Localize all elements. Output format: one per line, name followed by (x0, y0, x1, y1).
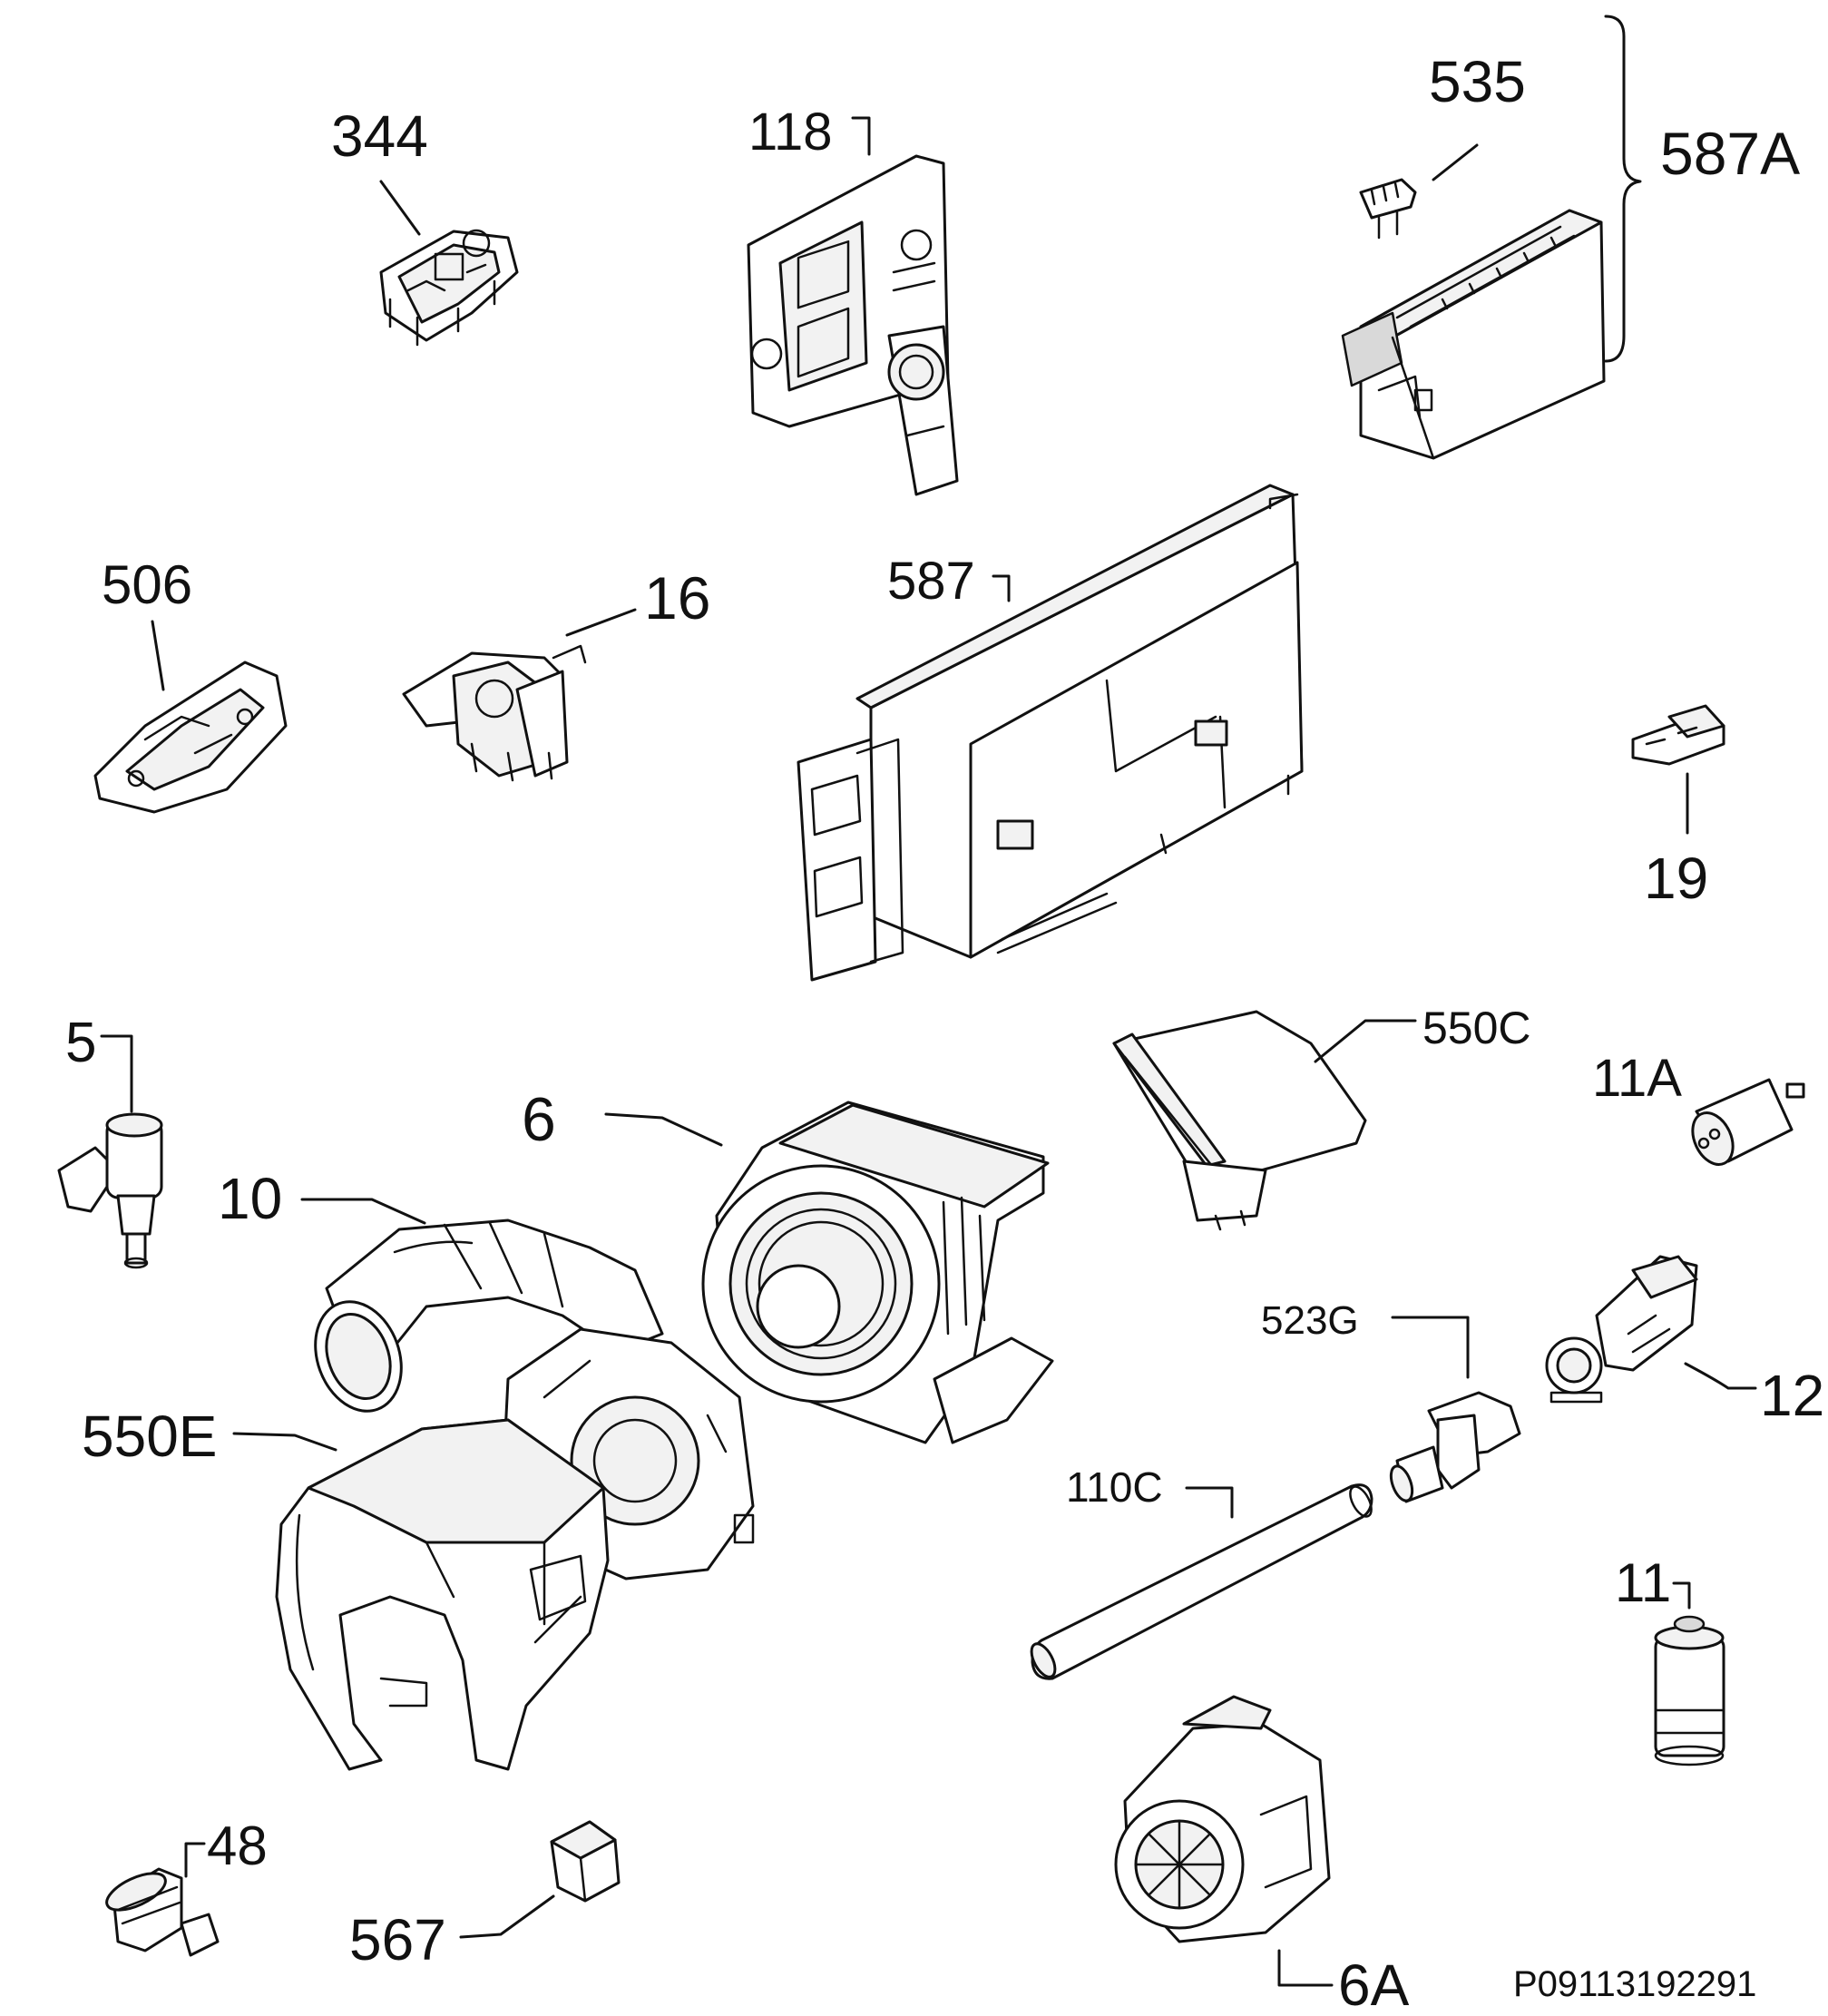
part-550c-drawing (1112, 1010, 1367, 1231)
label-587a: 587A (1660, 120, 1800, 187)
label-567: 567 (349, 1907, 446, 1972)
leader-535 (1432, 143, 1479, 181)
leader-5 (100, 1034, 133, 1113)
label-550e: 550E (82, 1404, 217, 1469)
part-118-drawing (747, 154, 959, 496)
label-12: 12 (1760, 1363, 1824, 1428)
part-567-drawing (550, 1820, 621, 1903)
part-5-drawing (57, 1112, 163, 1269)
leader-12 (1684, 1362, 1757, 1390)
part-523g-drawing (1389, 1391, 1521, 1503)
leader-10 (300, 1198, 426, 1225)
label-344: 344 (331, 103, 428, 169)
part-506-drawing (93, 661, 288, 814)
part-10-drawing (314, 1218, 664, 1413)
part-110c-drawing (1030, 1483, 1373, 1680)
part-11-drawing (1654, 1615, 1725, 1766)
leader-118 (851, 116, 871, 156)
label-19: 19 (1644, 846, 1708, 911)
leader-506 (151, 620, 165, 691)
part-535-drawing (1359, 178, 1417, 240)
part-344-drawing (379, 229, 519, 347)
label-523g: 523G (1261, 1298, 1359, 1343)
part-19-drawing (1631, 704, 1725, 766)
part-12-drawing (1545, 1255, 1698, 1404)
part-48-drawing (105, 1867, 220, 1957)
label-10: 10 (218, 1166, 282, 1231)
label-16: 16 (644, 564, 710, 631)
label-506: 506 (102, 554, 192, 615)
part-587-drawing (797, 484, 1304, 982)
part-16-drawing (402, 644, 587, 782)
diagram-code: P09113192291 (1513, 1964, 1756, 2004)
leader-11 (1672, 1581, 1691, 1610)
leader-6 (604, 1112, 723, 1147)
part-587a-drawing (1341, 209, 1606, 460)
leader-16 (565, 608, 637, 637)
leader-587 (992, 574, 1011, 602)
part-550e-drawing (275, 1418, 610, 1771)
label-535: 535 (1429, 49, 1526, 114)
label-6a: 6A (1338, 1952, 1410, 2016)
label-118: 118 (748, 103, 832, 161)
leader-567 (459, 1894, 555, 1939)
label-5: 5 (65, 1012, 96, 1074)
leader-523g (1391, 1316, 1470, 1379)
label-6: 6 (522, 1085, 556, 1154)
label-587: 587 (887, 552, 975, 611)
label-48: 48 (207, 1815, 268, 1876)
leader-550c (1314, 1019, 1417, 1063)
label-11: 11 (1615, 1552, 1671, 1613)
part-11a-drawing (1691, 1078, 1805, 1166)
leader-6a (1277, 1949, 1334, 1987)
part-6-drawing (701, 1101, 1054, 1444)
leader-344 (379, 180, 421, 236)
leader-550e (232, 1432, 337, 1452)
label-11a: 11A (1592, 1049, 1682, 1108)
part-6a-drawing (1114, 1695, 1331, 1943)
label-550c: 550C (1422, 1003, 1531, 1053)
leader-48 (184, 1842, 206, 1878)
label-110c: 110C (1066, 1463, 1163, 1511)
leader-110c (1185, 1486, 1234, 1519)
brace-587a (1604, 15, 1642, 363)
